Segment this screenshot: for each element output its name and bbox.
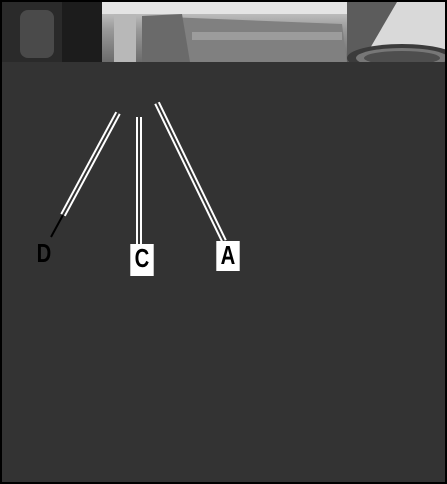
callout-label-a: A [216, 241, 240, 271]
callout-label-c: C [130, 244, 154, 276]
callout-label-d: D [36, 238, 52, 268]
machine-photo-strip [2, 2, 445, 62]
machine-photo-illustration [2, 2, 445, 62]
